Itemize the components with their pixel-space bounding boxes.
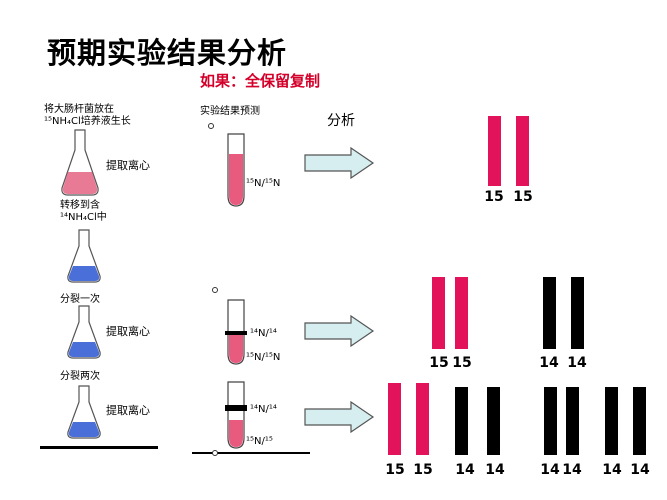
band-row1-heavy-2 <box>516 116 529 186</box>
step1-medium-label: ¹⁵NH₄Cl培养液生长 <box>44 116 131 127</box>
flask-14n-icon <box>67 229 101 283</box>
split2-label: 分裂两次 <box>60 371 100 382</box>
band-row3-light-4 <box>566 387 579 455</box>
band-row3-heavy-2 <box>416 383 429 455</box>
tube3-band-bottom-label: ¹⁵N/¹⁵ <box>246 436 273 447</box>
left-baseline <box>40 446 158 449</box>
page-title: 预期实验结果分析 <box>47 36 288 70</box>
band-row3-light-5 <box>605 387 618 455</box>
row3-number: 15 <box>413 462 433 478</box>
row3-number: 14 <box>562 462 582 478</box>
flask-gen1-icon <box>67 305 101 359</box>
row3-number: 14 <box>630 462 650 478</box>
band-row1-heavy-1 <box>488 116 501 186</box>
tube2-band-top-label: ¹⁴N/¹⁴ <box>250 328 277 339</box>
arrow-right-1-icon <box>304 146 375 180</box>
band-row2-heavy-2 <box>455 277 468 349</box>
tube1-band-label: ¹⁵N/¹⁵N <box>246 178 281 189</box>
row3-number: 14 <box>602 462 622 478</box>
subtitle: 如果：全保留复制 <box>200 72 321 90</box>
transfer-medium-label: ¹⁴NH₄Cl中 <box>60 212 107 223</box>
test-tube-3-icon <box>225 381 247 449</box>
row3-number: 14 <box>540 462 560 478</box>
band-row3-light-3 <box>544 387 557 455</box>
band-row2-heavy-1 <box>432 277 445 349</box>
band-row2-light-2 <box>571 277 584 349</box>
centrifuge3-label: 提取离心 <box>106 404 150 417</box>
band-row3-light-6 <box>633 387 646 455</box>
test-tube-2-icon <box>212 287 247 365</box>
middle-marker-icon <box>212 450 218 456</box>
row2-number: 15 <box>429 355 449 371</box>
row3-number: 15 <box>385 462 405 478</box>
row2-number: 14 <box>567 355 587 371</box>
row2-number: 14 <box>539 355 559 371</box>
row2-number: 15 <box>452 355 472 371</box>
band-row3-light-1 <box>455 387 468 455</box>
arrow-right-3-icon <box>304 400 375 434</box>
flask-15n-icon <box>61 129 99 196</box>
band-row3-light-2 <box>487 387 500 455</box>
row3-number: 14 <box>485 462 505 478</box>
row1-number: 15 <box>484 189 504 205</box>
centrifuge2-label: 提取离心 <box>106 325 150 338</box>
test-tube-1-icon <box>208 123 245 207</box>
row3-number: 14 <box>455 462 475 478</box>
arrow-right-2-icon <box>304 314 375 348</box>
band-row3-heavy-1 <box>388 383 401 455</box>
prediction-heading: 实验结果预测 <box>200 106 260 117</box>
centrifuge1-label: 提取离心 <box>106 159 150 172</box>
split1-label: 分裂一次 <box>60 294 100 305</box>
middle-baseline <box>192 452 310 454</box>
flask-gen2-icon <box>67 385 101 439</box>
row1-number: 15 <box>513 189 533 205</box>
tube2-band-bottom-label: ¹⁵N/¹⁵N <box>246 352 281 363</box>
transfer-label: 转移到含 <box>60 200 100 211</box>
tube3-band-top-label: ¹⁴N/¹⁴ <box>250 404 277 415</box>
analysis-heading: 分析 <box>327 113 355 129</box>
band-row2-light-1 <box>543 277 556 349</box>
step1-label: 将大肠杆菌放在 <box>44 104 114 115</box>
